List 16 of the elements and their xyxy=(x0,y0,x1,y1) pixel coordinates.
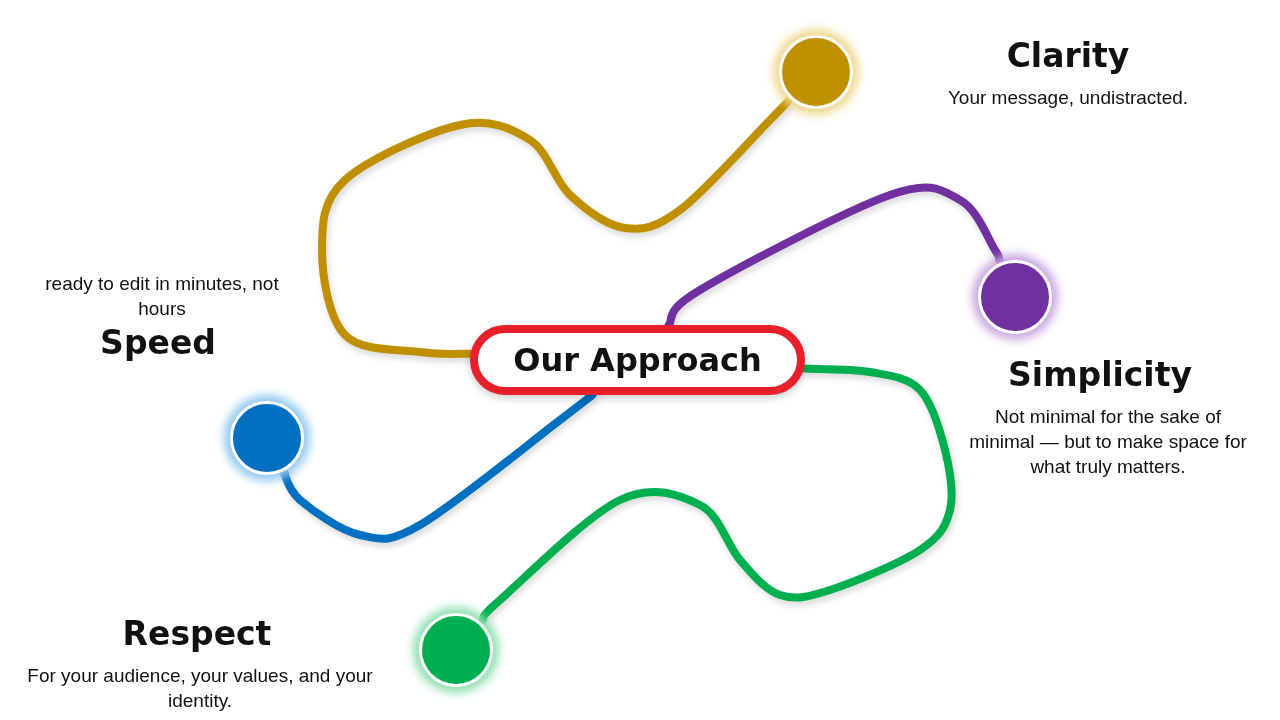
circle-marker xyxy=(978,260,1052,334)
description: Not minimal for the sake of minimal — but to make space for what truly matters. xyxy=(968,405,1248,479)
topic-label: Our Approach xyxy=(513,341,762,379)
description: For your audience, your values, and your identity. xyxy=(26,664,374,713)
connector-line xyxy=(478,364,956,624)
description: Your message, undistracted. xyxy=(946,86,1190,110)
connector-line xyxy=(318,96,793,358)
heading: Simplicity xyxy=(1007,355,1193,394)
topic-box xyxy=(470,325,805,395)
heading: Respect xyxy=(121,614,273,653)
circle-marker xyxy=(230,401,304,475)
description: ready to edit in minutes, not hours xyxy=(44,272,280,321)
heading: Speed xyxy=(99,323,217,362)
heading: Clarity xyxy=(1005,36,1131,75)
circle-marker xyxy=(779,35,853,109)
circle-marker xyxy=(419,613,493,687)
